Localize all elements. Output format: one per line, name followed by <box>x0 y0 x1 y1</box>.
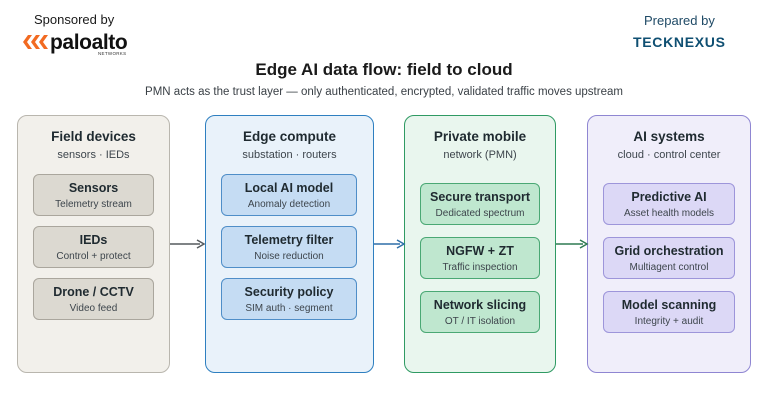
card-secure-transport: Secure transport Dedicated spectrum <box>420 183 540 225</box>
paloalto-logo: paloalto NETWORKS <box>22 31 128 56</box>
column-title: Private mobile <box>433 129 527 144</box>
column-edge-compute: Edge compute substation · routers Local … <box>205 115 374 373</box>
card-local-ai-model: Local AI model Anomaly detection <box>221 174 357 216</box>
arrow-edge-to-pmn <box>374 239 406 249</box>
column-private-mobile-network: Private mobile network (PMN) Secure tran… <box>404 115 556 373</box>
card-title: Telemetry filter <box>244 233 334 247</box>
card-subtitle: SIM auth · segment <box>245 303 333 314</box>
card-title: IEDs <box>79 233 108 247</box>
column-title: AI systems <box>633 129 705 144</box>
card-subtitle: Dedicated spectrum <box>435 208 525 219</box>
card-title: Network slicing <box>433 298 527 312</box>
card-subtitle: Asset health models <box>623 208 715 219</box>
card-subtitle: Anomaly detection <box>247 199 331 210</box>
page-title: Edge AI data flow: field to cloud <box>255 60 513 79</box>
column-subtitle: substation · routers <box>242 149 337 161</box>
card-title: NGFW + ZT <box>446 244 514 258</box>
card-subtitle: Integrity + audit <box>634 316 704 327</box>
column-subtitle: network (PMN) <box>443 149 517 161</box>
card-title: Drone / CCTV <box>53 285 134 299</box>
card-title: Local AI model <box>244 181 334 195</box>
card-subtitle: Video feed <box>69 303 118 314</box>
arrow-field-to-edge <box>170 239 206 249</box>
card-title: Secure transport <box>429 190 531 204</box>
prepared-brand: TECKNEXUS <box>633 34 726 50</box>
card-drone-cctv: Drone / CCTV Video feed <box>33 278 154 320</box>
card-ieds: IEDs Control + protect <box>33 226 154 268</box>
card-network-slicing: Network slicing OT / IT isolation <box>420 291 540 333</box>
sponsor-label: Sponsored by <box>34 12 115 27</box>
card-security-policy: Security policy SIM auth · segment <box>221 278 357 320</box>
card-predictive-ai: Predictive AI Asset health models <box>603 183 735 225</box>
card-title: Predictive AI <box>631 190 707 204</box>
card-title: Model scanning <box>621 298 717 312</box>
column-subtitle: cloud · control center <box>617 149 721 161</box>
card-subtitle: OT / IT isolation <box>444 316 516 327</box>
column-ai-systems: AI systems cloud · control center Predic… <box>587 115 751 373</box>
card-title: Security policy <box>244 285 334 299</box>
card-model-scanning: Model scanning Integrity + audit <box>603 291 735 333</box>
card-title: Grid orchestration <box>614 244 724 258</box>
page-subtitle: PMN acts as the trust layer — only authe… <box>145 86 623 98</box>
card-subtitle: Multiagent control <box>629 262 709 273</box>
card-sensors: Sensors Telemetry stream <box>33 174 154 216</box>
arrow-pmn-to-ai <box>556 239 589 249</box>
card-grid-orchestration: Grid orchestration Multiagent control <box>603 237 735 279</box>
sponsor-brand-sub: NETWORKS <box>98 51 127 56</box>
card-subtitle: Control + protect <box>56 251 131 262</box>
card-subtitle: Telemetry stream <box>55 199 132 210</box>
paloalto-mark-icon <box>23 35 48 49</box>
card-ngfw-zt: NGFW + ZT Traffic inspection <box>420 237 540 279</box>
card-subtitle: Noise reduction <box>254 251 324 262</box>
sponsor-brand: paloalto <box>50 31 128 54</box>
column-title: Field devices <box>51 129 136 144</box>
card-subtitle: Traffic inspection <box>442 262 518 273</box>
column-title: Edge compute <box>242 129 336 144</box>
prepared-label: Prepared by <box>644 13 715 28</box>
column-field-devices: Field devices sensors · IEDs Sensors Tel… <box>17 115 170 373</box>
card-title: Sensors <box>68 181 119 195</box>
card-telemetry-filter: Telemetry filter Noise reduction <box>221 226 357 268</box>
column-subtitle: sensors · IEDs <box>57 149 130 161</box>
